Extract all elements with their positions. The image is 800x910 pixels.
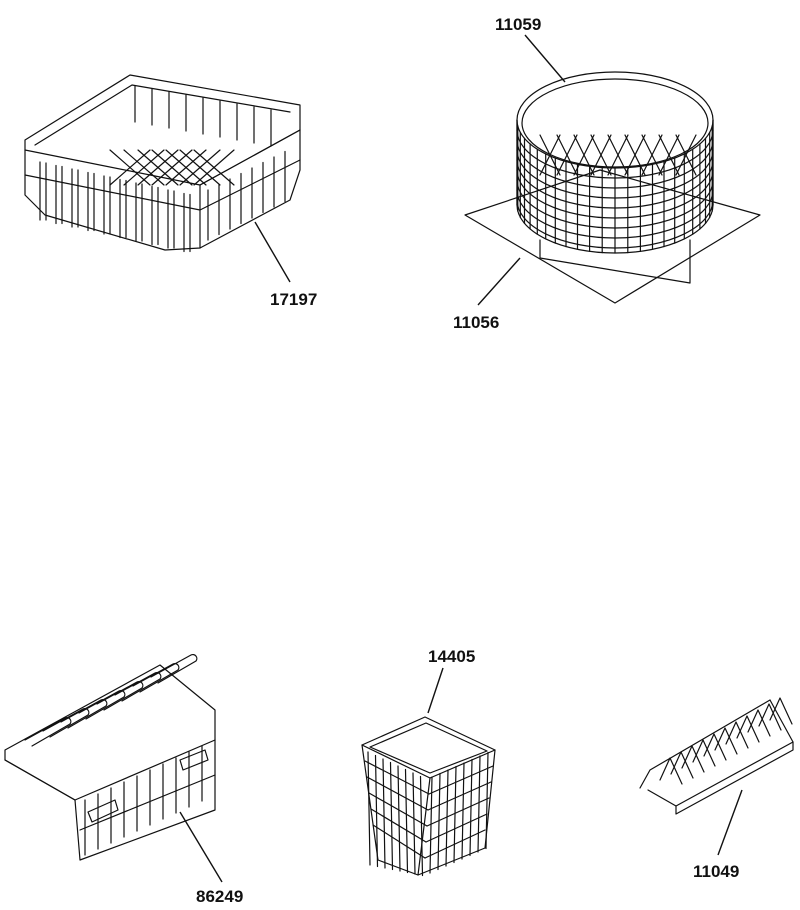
part-label-11056: 11056 bbox=[453, 313, 499, 332]
rack-floor-wire bbox=[179, 149, 221, 186]
holder-finger bbox=[114, 671, 162, 702]
part-label-17197: 17197 bbox=[270, 290, 317, 309]
rack-floor-wire bbox=[193, 149, 235, 186]
cylinder-floor-wire bbox=[641, 134, 663, 176]
plate-tine bbox=[758, 703, 782, 731]
plate-tine bbox=[692, 739, 716, 767]
plate-tine bbox=[681, 745, 705, 773]
holder-finger bbox=[132, 662, 180, 693]
leader-11056 bbox=[477, 257, 521, 306]
leader-11049 bbox=[717, 789, 743, 856]
plate-tine bbox=[659, 757, 683, 785]
basket-wire bbox=[412, 772, 416, 875]
basket-wire bbox=[445, 769, 449, 867]
basket-wire bbox=[419, 775, 424, 877]
cylinder-floor-wire bbox=[539, 134, 561, 176]
rack-floor-wire bbox=[137, 149, 179, 186]
holder-finger bbox=[150, 653, 198, 684]
leader-14405 bbox=[427, 667, 444, 714]
cylinder-ring bbox=[516, 139, 714, 189]
basket-ring bbox=[372, 824, 426, 859]
part-label-11059: 11059 bbox=[495, 15, 541, 34]
basket-wire bbox=[477, 755, 481, 853]
cylinder-floor-wire bbox=[675, 134, 697, 176]
cylinder-ring bbox=[516, 199, 714, 249]
part-label-14405: 14405 bbox=[428, 647, 475, 666]
holder-finger bbox=[60, 698, 108, 729]
plate-tine bbox=[714, 727, 738, 755]
base-plate-drawing bbox=[464, 169, 761, 304]
plate-tine bbox=[736, 715, 760, 743]
basket-ring bbox=[424, 829, 486, 859]
cylinder-ring bbox=[516, 159, 714, 209]
plate-rack-drawing bbox=[639, 697, 794, 815]
cylinder-ring bbox=[516, 169, 714, 219]
leader-17197 bbox=[254, 221, 291, 283]
basket-ring bbox=[426, 797, 490, 827]
cutlery-basket-drawing bbox=[361, 716, 496, 877]
cylinder-ring bbox=[516, 149, 714, 199]
basket-ring bbox=[425, 813, 488, 843]
basket-wire bbox=[382, 758, 386, 869]
basket-ring bbox=[366, 776, 429, 811]
basket-ring bbox=[427, 781, 492, 811]
cylinder-floor-wire bbox=[556, 134, 578, 176]
cylinder-floor-wire bbox=[624, 134, 646, 176]
leader-11059 bbox=[524, 34, 566, 83]
cylinder-ring bbox=[516, 179, 714, 229]
plate-tine bbox=[703, 733, 727, 761]
basket-wire bbox=[397, 765, 401, 872]
rack-floor-wire bbox=[109, 149, 151, 186]
basket-wire bbox=[374, 754, 379, 868]
holder-finger bbox=[42, 707, 90, 738]
square-dish-rack-drawing bbox=[24, 74, 301, 253]
basket-ring bbox=[428, 765, 494, 795]
cylinder-basket-drawing bbox=[516, 71, 714, 254]
plate-tine bbox=[670, 751, 694, 779]
plate-tine bbox=[725, 721, 749, 749]
part-label-11049: 11049 bbox=[693, 862, 739, 881]
basket-wire bbox=[367, 751, 371, 866]
basket-wire bbox=[469, 758, 473, 857]
holder-finger bbox=[24, 716, 72, 747]
cylinder-ring bbox=[516, 129, 714, 179]
cylinder-ring bbox=[516, 189, 714, 239]
basket-wire bbox=[453, 765, 457, 864]
plate-tine bbox=[747, 709, 771, 737]
basket-ring bbox=[370, 808, 427, 843]
holder-finger bbox=[96, 680, 144, 711]
holder-wire bbox=[79, 774, 216, 831]
cylinder-floor-wire bbox=[590, 134, 612, 176]
basket-ring bbox=[364, 760, 430, 795]
plate-tine bbox=[769, 697, 793, 725]
cylinder-floor-wire bbox=[573, 134, 595, 176]
cylinder-floor-wire bbox=[658, 134, 680, 176]
cylinder-floor-wire bbox=[607, 134, 629, 176]
basket-wire bbox=[389, 761, 394, 871]
rack-floor-wire bbox=[151, 149, 193, 186]
leader-86249 bbox=[179, 811, 223, 883]
basket-ring bbox=[368, 792, 428, 827]
rack-floor-wire bbox=[123, 149, 165, 186]
part-label-86249: 86249 bbox=[196, 887, 243, 906]
cutlery-holder-drawing bbox=[4, 653, 216, 861]
basket-wire bbox=[404, 768, 409, 874]
holder-finger bbox=[78, 689, 126, 720]
basket-wire bbox=[461, 762, 465, 860]
rack-floor-wire bbox=[165, 149, 207, 186]
